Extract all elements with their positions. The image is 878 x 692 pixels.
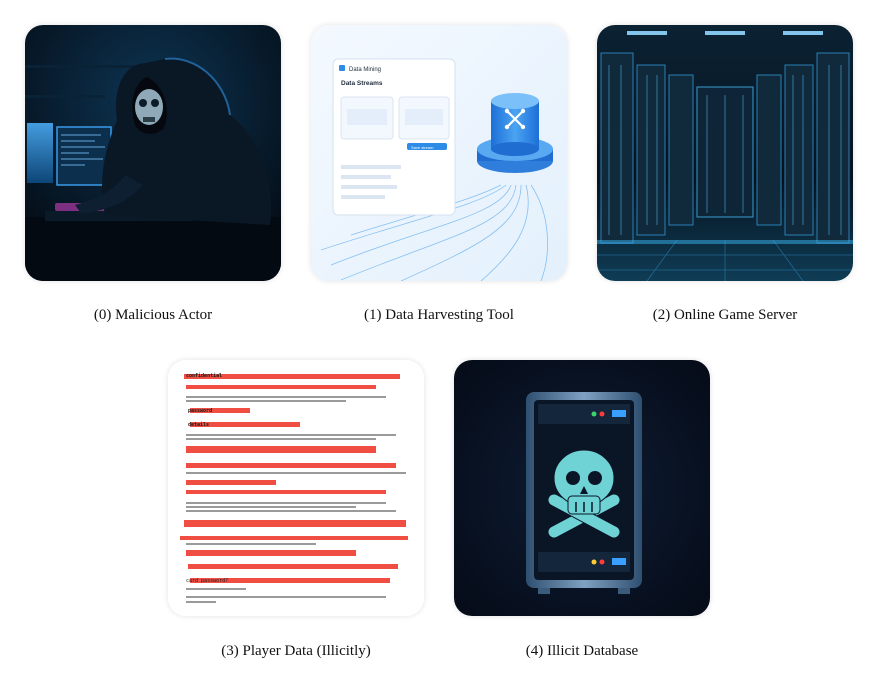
tool-app-title: Data Mining — [349, 67, 381, 73]
server-room-icon — [597, 25, 853, 281]
caption-illicit-database: (4) Illicit Database — [525, 643, 639, 659]
caption-malicious-actor: (0) Malicious Actor — [93, 307, 213, 323]
doc-word-card: card password? — [186, 578, 228, 584]
hooded-hacker-icon — [25, 25, 281, 281]
tool-save-button: Save stream — [411, 145, 434, 150]
malicious-actor-image — [25, 25, 281, 281]
tool-panel-title: Data Streams — [341, 80, 383, 87]
redacted-document-icon: confidential password details card passw… — [168, 360, 424, 616]
data-harvesting-tool-image: Data Mining Data Streams Save stream — [311, 25, 567, 281]
doc-word-details: details — [188, 422, 209, 428]
data-mining-dashboard-icon: Data Mining Data Streams Save stream — [311, 25, 567, 281]
caption-data-harvesting-tool: (1) Data Harvesting Tool — [364, 307, 514, 323]
caption-player-data: (3) Player Data (Illicitly) — [221, 643, 371, 659]
online-game-server-image — [597, 25, 853, 281]
player-data-image: confidential password details card passw… — [168, 360, 424, 616]
caption-online-game-server: (2) Online Game Server — [652, 307, 798, 323]
doc-word-password: password — [188, 408, 212, 414]
illicit-database-image — [454, 360, 710, 616]
skull-server-icon — [454, 360, 710, 616]
doc-word-confidential: confidential — [186, 373, 222, 379]
